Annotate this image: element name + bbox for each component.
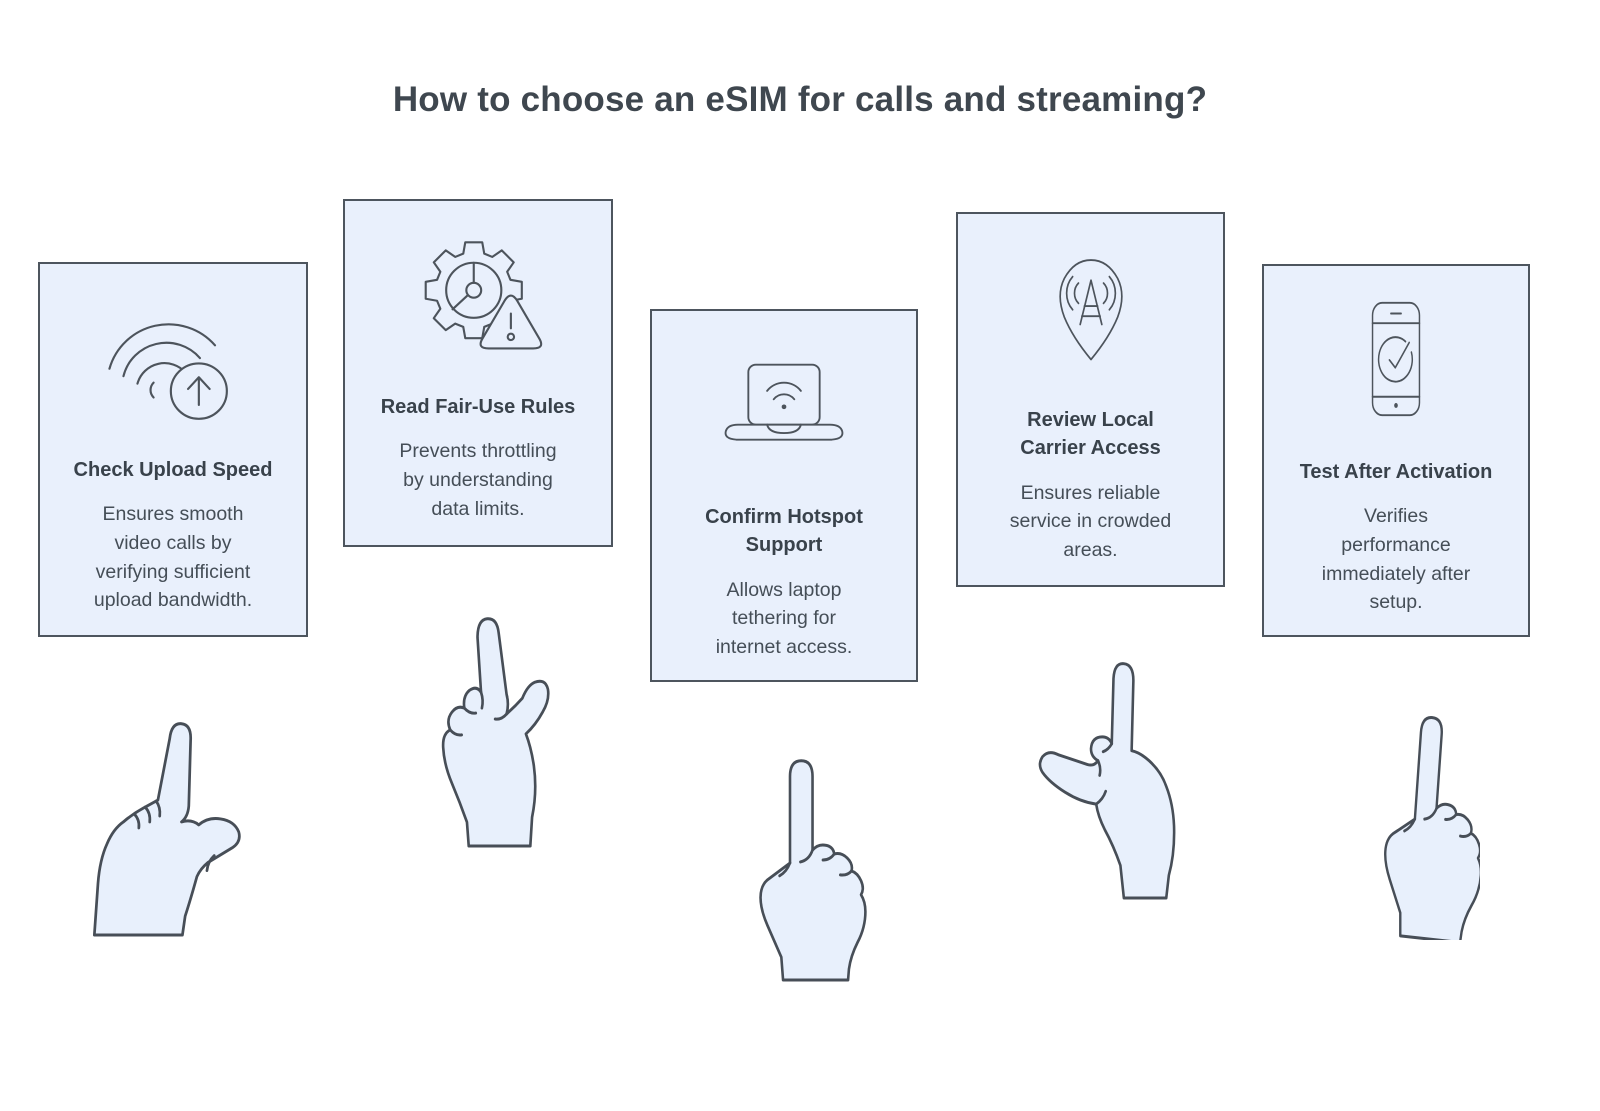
card-confirm-hotspot-support: Confirm Hotspot Support Allows laptop te… [650,309,918,682]
upload-speed-wifi-icon [103,282,243,432]
card-title: Check Upload Speed [73,459,273,481]
pointing-hand-back-view [430,588,562,853]
card-title: Confirm Hotspot Support [705,506,863,557]
page-title: How to choose an eSIM for calls and stre… [392,80,1208,119]
card-check-upload-speed: Check Upload Speed Ensures smooth video … [38,262,308,637]
card-description: Ensures reliable service in crowded area… [1009,481,1172,562]
card-title: Test After Activation [1299,461,1493,483]
card-read-fair-use-rules: Read Fair-Use Rules Prevents throttling … [343,199,613,547]
pointing-hand-front-view-tilted [1360,688,1483,945]
card-description: Ensures smooth video calls by verifying … [93,503,253,612]
card-title: Review Local Carrier Access [1020,409,1161,460]
card-test-after-activation: Test After Activation Verifies performan… [1262,264,1530,637]
fair-use-gauge-warning-icon [408,219,548,369]
card-description: Allows laptop tethering for internet acc… [715,578,853,659]
card-review-local-carrier-access: Review Local Carrier Access Ensures reli… [956,212,1225,587]
pointing-hand-front-view [738,732,868,987]
phone-check-icon [1363,284,1429,434]
laptop-hotspot-icon [723,329,845,479]
carrier-pin-antenna-icon [1041,232,1141,382]
pointing-hand-thumb-right [78,687,246,942]
pointing-hand-thumb-left [1027,637,1187,905]
card-title: Read Fair-Use Rules [380,396,576,418]
card-description: Verifies performance immediately after s… [1321,505,1471,614]
card-description: Prevents throttling by understanding dat… [399,440,557,520]
